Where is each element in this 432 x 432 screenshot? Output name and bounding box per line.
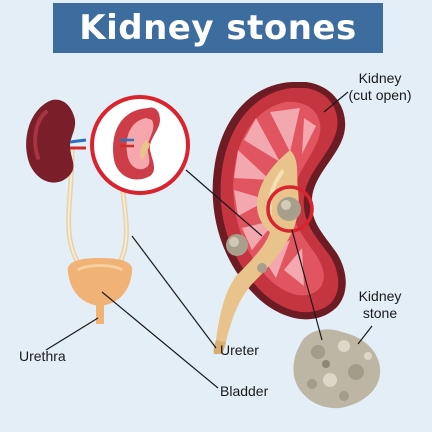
leader-urethra [45, 317, 99, 351]
pyramid [270, 108, 300, 152]
stone-tiny [257, 263, 267, 273]
label-ureter: Ureter [220, 342, 259, 358]
urethra-tube [96, 304, 104, 324]
label-bladder: Bladder [220, 383, 269, 399]
kidney-cut-open [212, 82, 346, 354]
title-banner: Kidney stones [53, 3, 383, 53]
kidney-stone-closeup [293, 329, 381, 409]
pyramid [262, 240, 290, 278]
label-kidney-line1: Kidney [358, 70, 402, 86]
pyramid [302, 118, 316, 154]
label-stone-line1: Kidney [358, 288, 402, 304]
label-kidney: Kidney (cut open) [342, 70, 418, 104]
bladder-shape [67, 258, 133, 306]
pyramid [244, 118, 280, 162]
label-kidney-line2: (cut open) [348, 87, 412, 103]
vein [69, 138, 87, 144]
highlight-ring [266, 185, 314, 233]
leader-lines [45, 91, 373, 389]
label-kidney-stone: Kidney stone [350, 288, 410, 322]
leader-kidney [323, 91, 349, 113]
leader-zoom [185, 169, 263, 237]
label-stone-line2: stone [362, 305, 398, 321]
pyramid [234, 190, 268, 216]
stone-body [293, 329, 381, 409]
title: Kidney stones [79, 8, 357, 48]
pyramid [234, 150, 270, 180]
zoom-circle [90, 95, 190, 195]
leader-stone [357, 325, 373, 345]
label-urethra: Urethra [19, 348, 66, 364]
renal-pelvis [216, 150, 299, 342]
urinary-system [26, 99, 133, 324]
leader-bladder [101, 291, 219, 389]
leader-stone-to-closeup [291, 229, 323, 341]
leader-ureter [131, 235, 217, 349]
